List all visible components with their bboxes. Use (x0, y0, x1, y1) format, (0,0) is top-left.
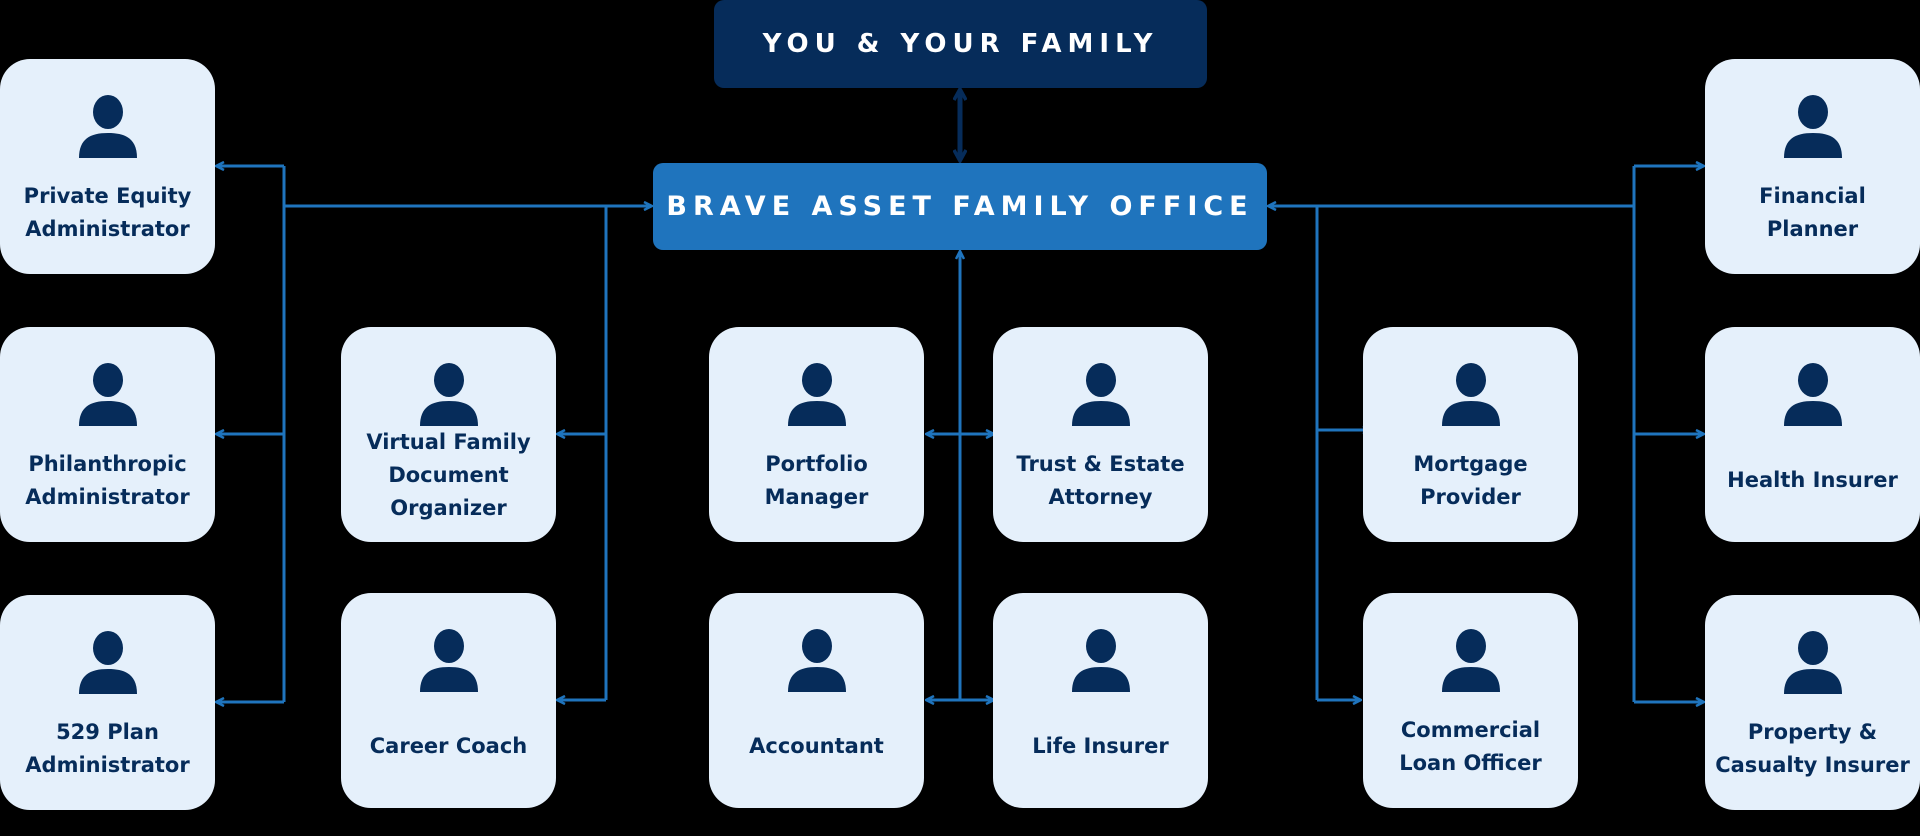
card-career-coach: Career Coach (341, 593, 556, 808)
card-philanthropic-administrator: Philanthropic Administrator (0, 327, 215, 542)
person-icon (1442, 363, 1500, 426)
card-property-casualty-insurer: Property & Casualty Insurer (1705, 595, 1920, 810)
card-label: Commercial Loan Officer (1399, 717, 1542, 775)
person-icon (420, 363, 478, 426)
person-icon (788, 363, 846, 426)
person-icon (79, 631, 137, 694)
card-label: Property & Casualty Insurer (1715, 719, 1910, 777)
person-icon (1784, 95, 1842, 158)
card-529-plan-administrator: 529 Plan Administrator (0, 595, 215, 810)
person-icon (1784, 363, 1842, 426)
card-label: Virtual Family Document Organizer (366, 430, 531, 520)
card-accountant: Accountant (709, 593, 924, 808)
card-label: Financial Planner (1759, 183, 1866, 241)
card-label: Mortgage Provider (1413, 451, 1528, 509)
card-label: 529 Plan Administrator (25, 719, 190, 777)
person-icon (79, 95, 137, 158)
person-icon (1442, 629, 1500, 692)
card-label: Health Insurer (1727, 468, 1898, 492)
card-label: Private Equity Administrator (23, 183, 192, 241)
you-and-family-box: YOU & YOUR FAMILY (714, 0, 1207, 88)
you-and-family-title: YOU & YOUR FAMILY (762, 29, 1159, 59)
card-health-insurer: Health Insurer (1705, 327, 1920, 542)
card-label: Accountant (749, 734, 884, 758)
card-label: Philanthropic Administrator (25, 451, 190, 509)
person-icon (1072, 363, 1130, 426)
card-mortgage-provider: Mortgage Provider (1363, 327, 1578, 542)
card-commercial-loan-officer: Commercial Loan Officer (1363, 593, 1578, 808)
person-icon (79, 363, 137, 426)
card-private-equity-administrator: Private Equity Administrator (0, 59, 215, 274)
card-label: Trust & Estate Attorney (1016, 451, 1185, 509)
card-life-insurer: Life Insurer (993, 593, 1208, 808)
card-label: Life Insurer (1032, 734, 1169, 758)
person-icon (420, 629, 478, 692)
card-trust-estate-attorney: Trust & Estate Attorney (993, 327, 1208, 542)
card-document-organizer: Virtual Family Document Organizer (341, 327, 556, 542)
family-office-title: BRAVE ASSET FAMILY OFFICE (666, 191, 1254, 222)
family-office-box: BRAVE ASSET FAMILY OFFICE (653, 163, 1267, 250)
card-label: Portfolio Manager (764, 451, 869, 509)
person-icon (788, 629, 846, 692)
card-portfolio-manager: Portfolio Manager (709, 327, 924, 542)
card-financial-planner: Financial Planner (1705, 59, 1920, 274)
person-icon (1784, 631, 1842, 694)
person-icon (1072, 629, 1130, 692)
card-label: Career Coach (369, 734, 528, 758)
